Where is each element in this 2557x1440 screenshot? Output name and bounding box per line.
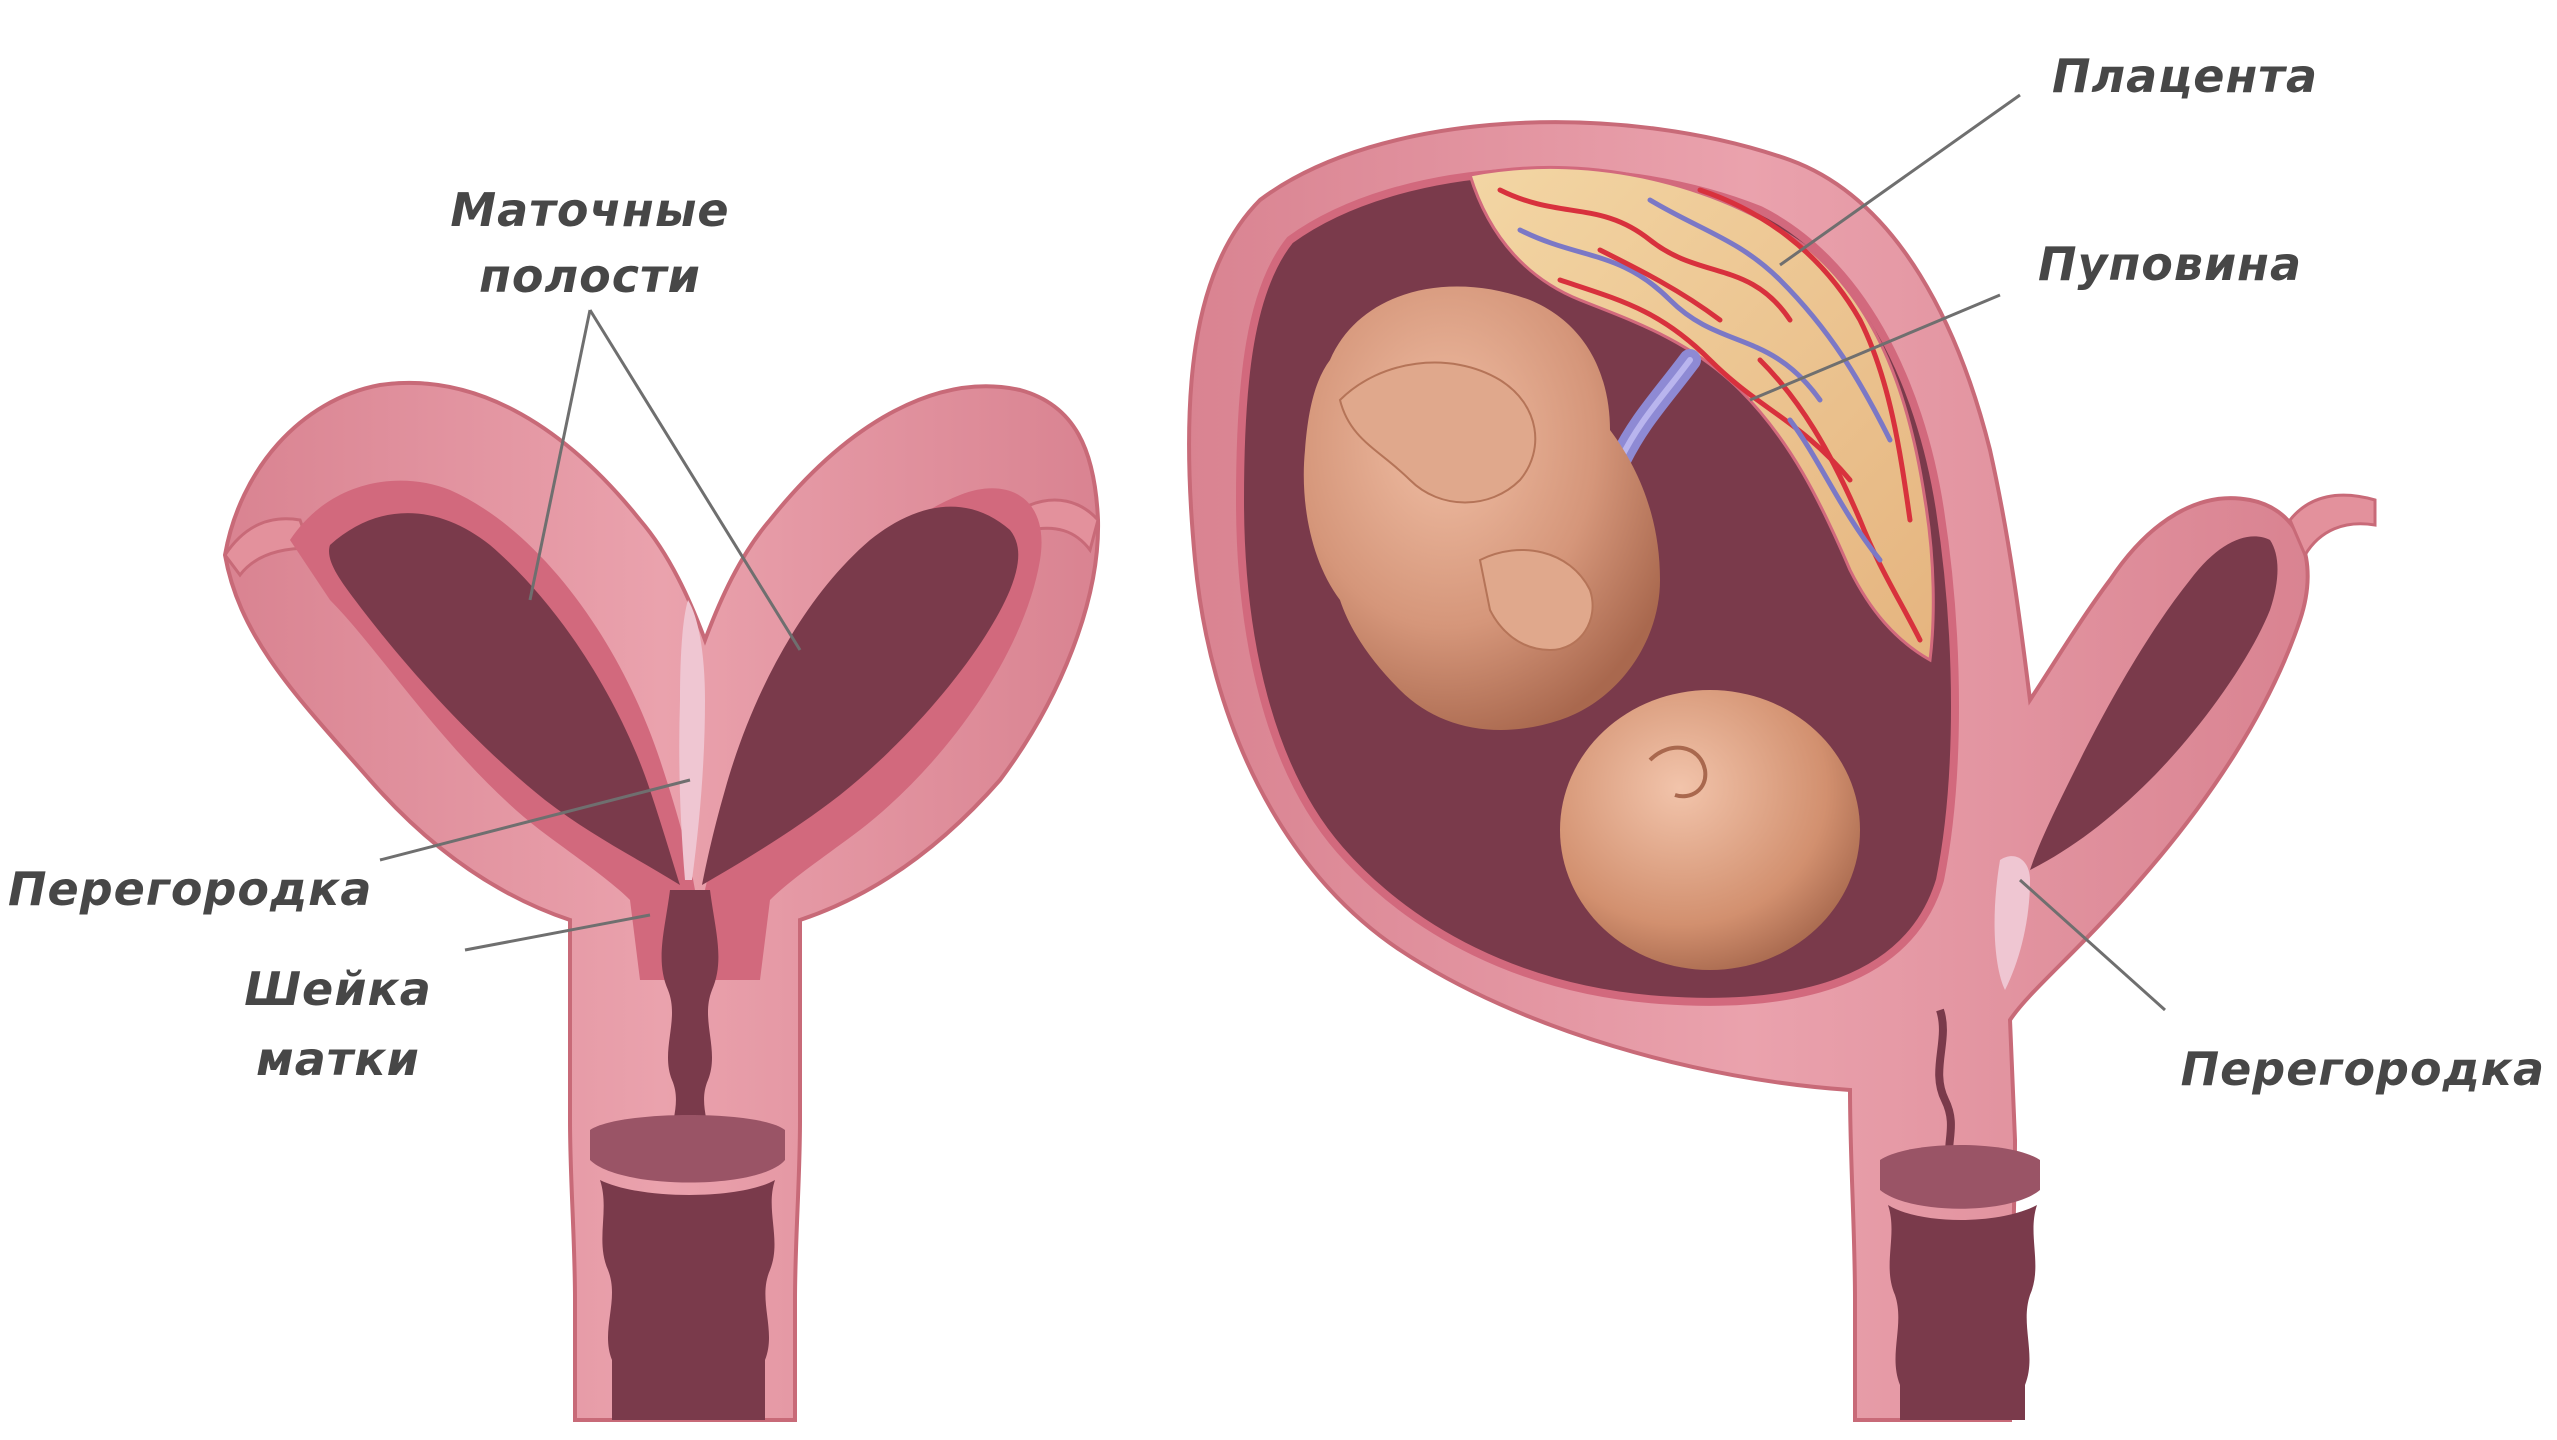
label-uterine-cavities-line2: полости [479,249,701,303]
label-cervix-line2: матки [256,1032,420,1086]
label-septum-right: Перегородка [2181,1042,2545,1096]
right-vaginal-canal [1888,1205,2037,1420]
right-tube [2290,495,2375,555]
right-uterus [1189,122,2375,1420]
left-vaginal-canal [600,1180,775,1420]
fetus-head [1560,690,1860,970]
label-uterine-cavities-line1: Маточные [450,183,729,237]
label-cervix-line1: Шейка [244,962,432,1016]
label-septum-left: Перегородка [8,862,372,916]
label-placenta: Плацента [2052,49,2318,103]
left-vagina [590,1115,785,1183]
label-umbilical-cord: Пуповина [2038,237,2302,291]
right-vagina [1880,1145,2040,1209]
